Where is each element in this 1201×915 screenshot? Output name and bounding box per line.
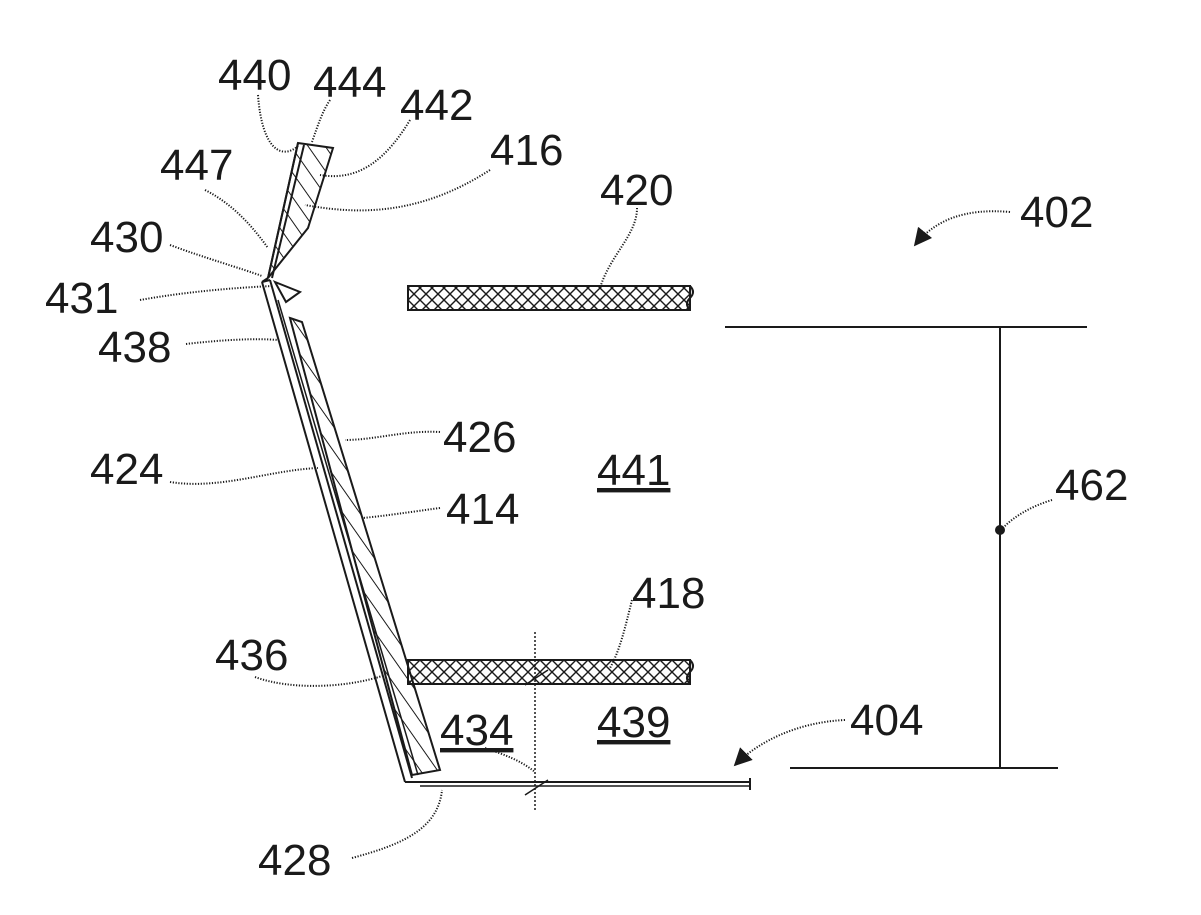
label-434: 434 <box>440 706 513 755</box>
liner-inner <box>278 300 418 775</box>
wall-414 <box>290 318 440 775</box>
leader-418 <box>610 600 632 668</box>
label-440: 440 <box>218 51 291 100</box>
label-441: 441 <box>597 446 670 495</box>
label-404: 404 <box>850 696 923 745</box>
label-418: 418 <box>632 569 705 618</box>
liner-438 <box>262 282 405 782</box>
leader-414 <box>362 508 440 518</box>
label-420: 420 <box>600 166 673 215</box>
label-436: 436 <box>215 631 288 680</box>
shelf-418 <box>408 660 690 684</box>
label-416: 416 <box>490 126 563 175</box>
label-462: 462 <box>1055 461 1128 510</box>
label-431: 431 <box>45 274 118 323</box>
leader-447 <box>205 190 268 248</box>
label-402: 402 <box>1020 188 1093 237</box>
leader-428 <box>352 790 442 858</box>
arrow-404 <box>735 720 845 765</box>
liner-424 <box>270 280 412 778</box>
dim-midpoint <box>995 525 1005 535</box>
label-428: 428 <box>258 836 331 885</box>
label-444: 444 <box>313 58 386 107</box>
label-414: 414 <box>446 485 519 534</box>
shelf-420 <box>408 286 690 310</box>
leader-430 <box>170 245 262 276</box>
leader-462 <box>1003 500 1052 528</box>
label-439: 439 <box>597 698 670 747</box>
leader-440 <box>258 95 298 152</box>
label-426: 426 <box>443 413 516 462</box>
leader-426 <box>345 432 440 440</box>
label-442: 442 <box>400 81 473 130</box>
leader-431 <box>140 286 272 300</box>
label-430: 430 <box>90 213 163 262</box>
label-438: 438 <box>98 323 171 372</box>
label-424: 424 <box>90 445 163 494</box>
leader-416 <box>305 170 490 210</box>
leader-420 <box>600 208 637 288</box>
arrow-402 <box>915 211 1010 245</box>
tab-431 <box>275 282 300 302</box>
leader-424 <box>170 468 318 484</box>
leader-438 <box>186 339 278 344</box>
label-447: 447 <box>160 141 233 190</box>
